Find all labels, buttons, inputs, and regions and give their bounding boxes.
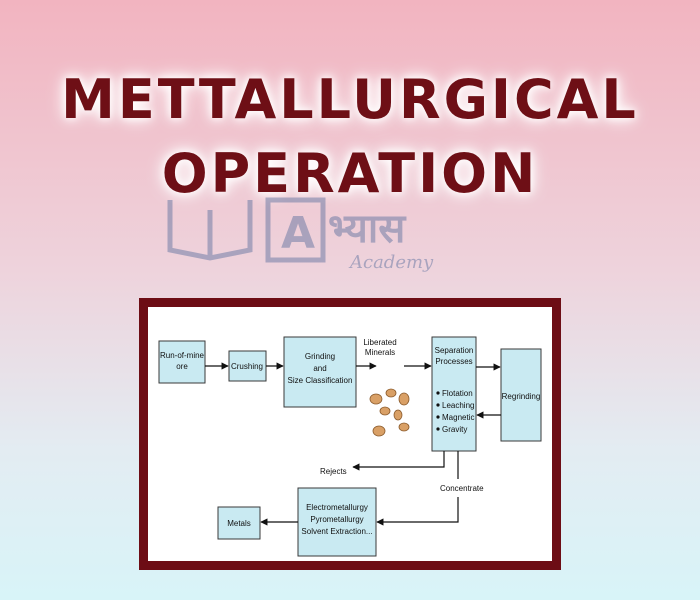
process-gravity: Gravity xyxy=(442,425,467,434)
logo-square xyxy=(265,197,326,263)
run-of-mine-label-2: ore xyxy=(176,362,188,371)
separation-label-1: Separation xyxy=(435,346,474,355)
liberated-label-2: Minerals xyxy=(365,348,395,357)
brand-subtext: Academy xyxy=(348,252,434,273)
grinding-label-2: and xyxy=(313,364,326,373)
extraction-label-1: Electrometallurgy xyxy=(306,503,368,512)
regrinding-box: Regrinding xyxy=(500,348,542,442)
extraction-label-3: Solvent Extraction... xyxy=(301,527,372,536)
diagram-frame: Run-of-mine ore Crushing Grinding and Si… xyxy=(139,298,561,570)
title-line-1: METTALLURGICAL xyxy=(61,68,639,131)
liberated-label-1: Liberated xyxy=(363,338,396,347)
grinding-label-3: Size Classification xyxy=(288,376,353,385)
flow-diagram: Run-of-mine ore Crushing Grinding and Si… xyxy=(158,336,542,557)
grinding-box: Grinding and Size Classification xyxy=(283,336,357,408)
logo-letter: A xyxy=(281,208,315,259)
process-flotation: Flotation xyxy=(442,389,473,398)
process-magnetic: Magnetic xyxy=(442,413,474,422)
rejects-label: Rejects xyxy=(320,467,347,476)
process-leaching: Leaching xyxy=(442,401,474,410)
crushing-label: Crushing xyxy=(231,362,263,371)
metals-label: Metals xyxy=(227,519,251,528)
brand-text: भ्यास xyxy=(328,206,407,252)
academy-watermark-logo: A भ्यास Academy TM xyxy=(167,197,434,273)
extraction-label-2: Pyrometallurgy xyxy=(310,515,363,524)
grinding-label-1: Grinding xyxy=(305,352,335,361)
run-of-mine-label-1: Run-of-mine xyxy=(160,351,205,360)
title-line-2: OPERATION xyxy=(161,142,539,205)
flow-arrows xyxy=(205,362,501,526)
separation-label-2: Processes xyxy=(435,357,472,366)
metals-box: Metals xyxy=(217,506,261,540)
regrinding-label: Regrinding xyxy=(502,392,541,401)
book-icon xyxy=(167,200,253,261)
mineral-particles-icon xyxy=(369,388,410,437)
run-of-mine-ore-box: Run-of-mine ore xyxy=(158,340,206,384)
separation-processes-box: Separation Processes Flotation Leaching … xyxy=(431,336,477,452)
extraction-box: Electrometallurgy Pyrometallurgy Solvent… xyxy=(297,487,377,557)
concentrate-label: Concentrate xyxy=(440,484,484,493)
crushing-box: Crushing xyxy=(228,350,267,382)
